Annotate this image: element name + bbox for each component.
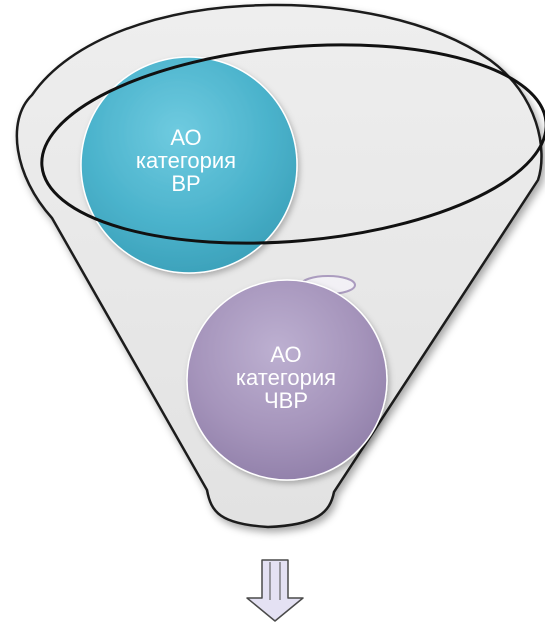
circle-bottom-label-line2: категория [235,365,337,390]
down-arrow-icon [246,559,304,622]
circle-top-label-line2: категория [135,148,237,173]
circle-bottom-label-line3: ЧВР [263,388,308,413]
circle-bottom-label-line1: АО [270,342,302,367]
circle-top-label-line1: АО [170,125,202,150]
circle-top [80,56,298,274]
circle-bottom-label: АО категория ЧВР [211,343,361,412]
funnel-rim [40,43,545,245]
circle-top-label: АО категория ВР [111,126,261,195]
circle-top-label-line3: ВР [171,171,201,196]
circle-bottom [186,279,388,481]
